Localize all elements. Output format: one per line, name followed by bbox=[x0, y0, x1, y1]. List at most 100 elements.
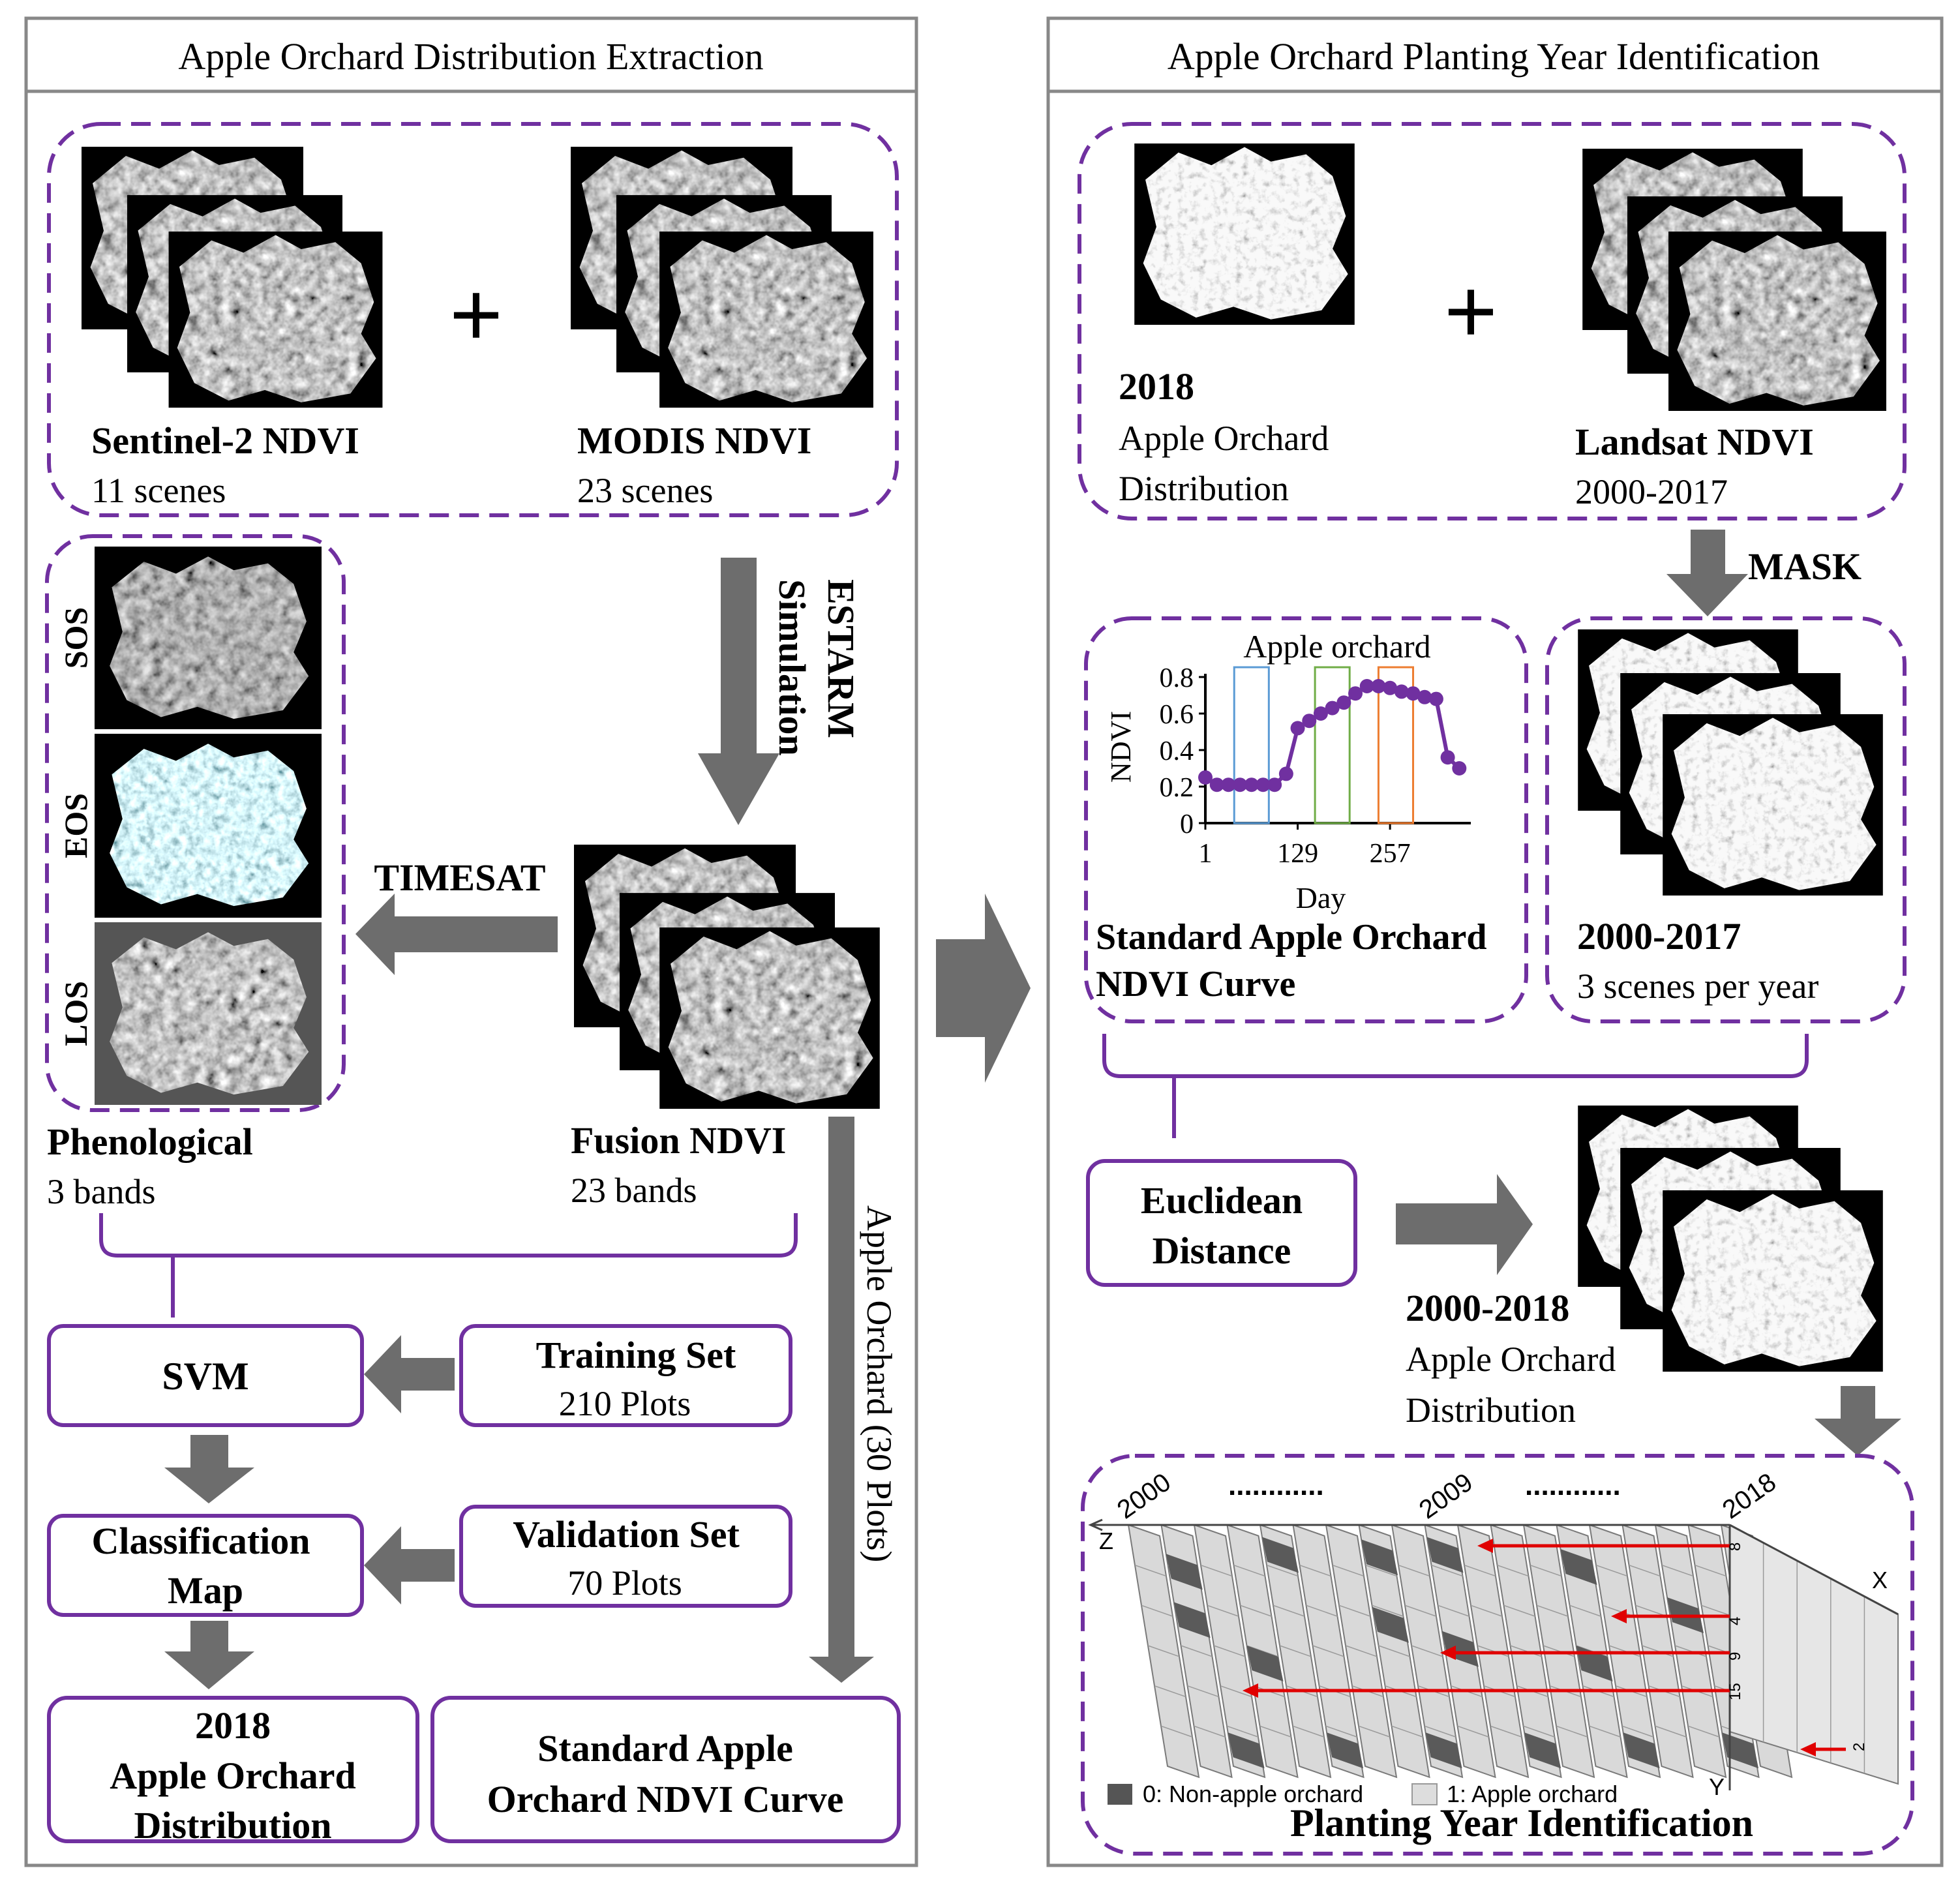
cube-grid-line bbox=[1661, 1564, 1694, 1577]
chart-y-tick-label: 0.8 bbox=[1160, 663, 1194, 693]
landsat-image-stack bbox=[1582, 149, 1886, 411]
cube-grid-line bbox=[1655, 1725, 1687, 1738]
cube-grid-line bbox=[1621, 1725, 1654, 1738]
right-dist-line1: Apple Orchard bbox=[1119, 419, 1329, 458]
standard-curve-output-line1: Standard Apple bbox=[537, 1727, 793, 1770]
cube-grid-line bbox=[1213, 1645, 1246, 1657]
distribution-2018-line2: Apple Orchard bbox=[110, 1755, 356, 1797]
cube-grid-line bbox=[1589, 1725, 1621, 1738]
sos-image bbox=[95, 547, 322, 729]
chart-x-tick-label: 257 bbox=[1370, 839, 1411, 869]
training-arrow bbox=[364, 1335, 455, 1413]
cube-nonapple-cell bbox=[1166, 1554, 1203, 1590]
cube-nonapple-cell bbox=[1372, 1606, 1409, 1643]
timesat-arrow bbox=[355, 894, 558, 975]
result-line1: Apple Orchard bbox=[1406, 1340, 1616, 1379]
legend-swatch-non-apple bbox=[1108, 1784, 1132, 1805]
cube-grid-line bbox=[1438, 1604, 1470, 1617]
cube-grid-line bbox=[1701, 1604, 1733, 1617]
right-year-2018: 2018 bbox=[1119, 365, 1194, 408]
chart-y-tick-label: 0.6 bbox=[1160, 700, 1194, 730]
cube-nonapple-cell bbox=[1722, 1732, 1759, 1769]
plots-label: Apple Orchard (30 Plots) bbox=[860, 1205, 899, 1562]
phenology-subtitle: 3 bands bbox=[47, 1172, 155, 1211]
chart-window-highlight bbox=[1377, 666, 1415, 824]
cube-axis-x: X bbox=[1872, 1567, 1888, 1593]
eos-label: EOS bbox=[57, 793, 94, 858]
chart-point bbox=[1371, 679, 1386, 693]
classification-box bbox=[47, 1514, 364, 1617]
classification-to-distribution-arrow bbox=[164, 1621, 254, 1689]
cube-row-label-8: 8 bbox=[1726, 1543, 1744, 1551]
cube-grid-line bbox=[1194, 1725, 1226, 1738]
fusion-image-stack bbox=[574, 845, 880, 1109]
cube-grid-line bbox=[1181, 1645, 1213, 1657]
sentinel-image-stack bbox=[82, 147, 382, 408]
cube-row-label-9: 9 bbox=[1726, 1652, 1744, 1661]
cube-grid-line bbox=[1259, 1725, 1291, 1738]
cube-nonapple-cell bbox=[1327, 1732, 1364, 1769]
planting-year-arrowhead bbox=[1440, 1646, 1456, 1660]
chart-y-tick-label: 0.2 bbox=[1160, 773, 1194, 803]
cube-grid-line bbox=[1431, 1564, 1463, 1577]
cube-grid-line bbox=[1365, 1564, 1397, 1577]
cube-grid-line bbox=[1266, 1564, 1299, 1577]
cube-grid-line bbox=[1273, 1604, 1305, 1617]
result-to-cube-arrow bbox=[1815, 1386, 1901, 1456]
training-set-box bbox=[459, 1324, 792, 1427]
modis-image-stack bbox=[571, 147, 873, 408]
cube-grid-line bbox=[1543, 1645, 1575, 1657]
chart-ylabel: NDVI bbox=[1105, 711, 1137, 783]
estarm-arrow bbox=[698, 558, 779, 825]
cube-grid-line bbox=[1687, 1725, 1720, 1738]
right-combine-bracket bbox=[1102, 1034, 1809, 1138]
input-data-group bbox=[47, 122, 899, 517]
svm-box bbox=[47, 1324, 364, 1427]
distribution-2018-box bbox=[47, 1696, 419, 1843]
cube-year-2018: 2018 bbox=[1717, 1468, 1781, 1524]
cube-grid-line bbox=[1497, 1564, 1529, 1577]
cube-nonapple-cell bbox=[1425, 1732, 1462, 1769]
classification-label-line1: Classification bbox=[91, 1520, 310, 1562]
masked-subtitle: 3 scenes per year bbox=[1577, 967, 1818, 1006]
cube-grid-line bbox=[1358, 1725, 1391, 1738]
cube-grid-line bbox=[1477, 1645, 1509, 1657]
masked-stack-group bbox=[1545, 616, 1907, 1023]
cube-grid-line bbox=[1154, 1685, 1186, 1698]
cube-grid-line bbox=[1595, 1564, 1628, 1577]
euclidean-line1: Euclidean bbox=[1141, 1179, 1303, 1222]
training-set-count: 210 Plots bbox=[559, 1384, 691, 1423]
timesat-label: TIMESAT bbox=[374, 856, 545, 899]
validation-arrow bbox=[364, 1526, 455, 1604]
legend-apple: 1: Apple orchard bbox=[1447, 1781, 1618, 1807]
cube-grid-line bbox=[1674, 1645, 1707, 1657]
fusion-subtitle: 23 bands bbox=[571, 1171, 697, 1210]
cube-grid-line bbox=[1160, 1725, 1193, 1738]
cube-grid-line bbox=[1187, 1685, 1219, 1698]
chart-point bbox=[1336, 695, 1351, 710]
cube-year-2000: 2000 bbox=[1112, 1468, 1176, 1524]
cube-grid-line bbox=[1147, 1645, 1180, 1657]
plots-arrow bbox=[809, 1117, 874, 1683]
modis-title: MODIS NDVI bbox=[577, 419, 811, 462]
cube-grid-line bbox=[1325, 1725, 1357, 1738]
plus-sign: + bbox=[449, 263, 503, 365]
training-set-title: Training Set bbox=[536, 1334, 736, 1376]
chart-point bbox=[1302, 714, 1317, 729]
euclidean-box bbox=[1086, 1159, 1357, 1287]
cube-nonapple-cell bbox=[1426, 1537, 1464, 1573]
chart-point bbox=[1428, 691, 1443, 706]
chart-point bbox=[1209, 777, 1224, 792]
eos-image bbox=[95, 734, 322, 918]
estarm-label: ESTARM bbox=[820, 579, 862, 738]
chart-title: Apple orchard bbox=[1243, 628, 1430, 665]
cube-grid-line bbox=[1457, 1725, 1489, 1738]
cube-grid-line bbox=[1378, 1645, 1410, 1657]
right-input-group bbox=[1078, 122, 1907, 520]
cube-grid-line bbox=[1503, 1604, 1535, 1617]
cube-grid-line bbox=[1608, 1645, 1641, 1657]
cube-grid-line bbox=[1629, 1564, 1661, 1577]
chart-point bbox=[1452, 761, 1467, 776]
distribution-2018-year: 2018 bbox=[195, 1704, 271, 1747]
